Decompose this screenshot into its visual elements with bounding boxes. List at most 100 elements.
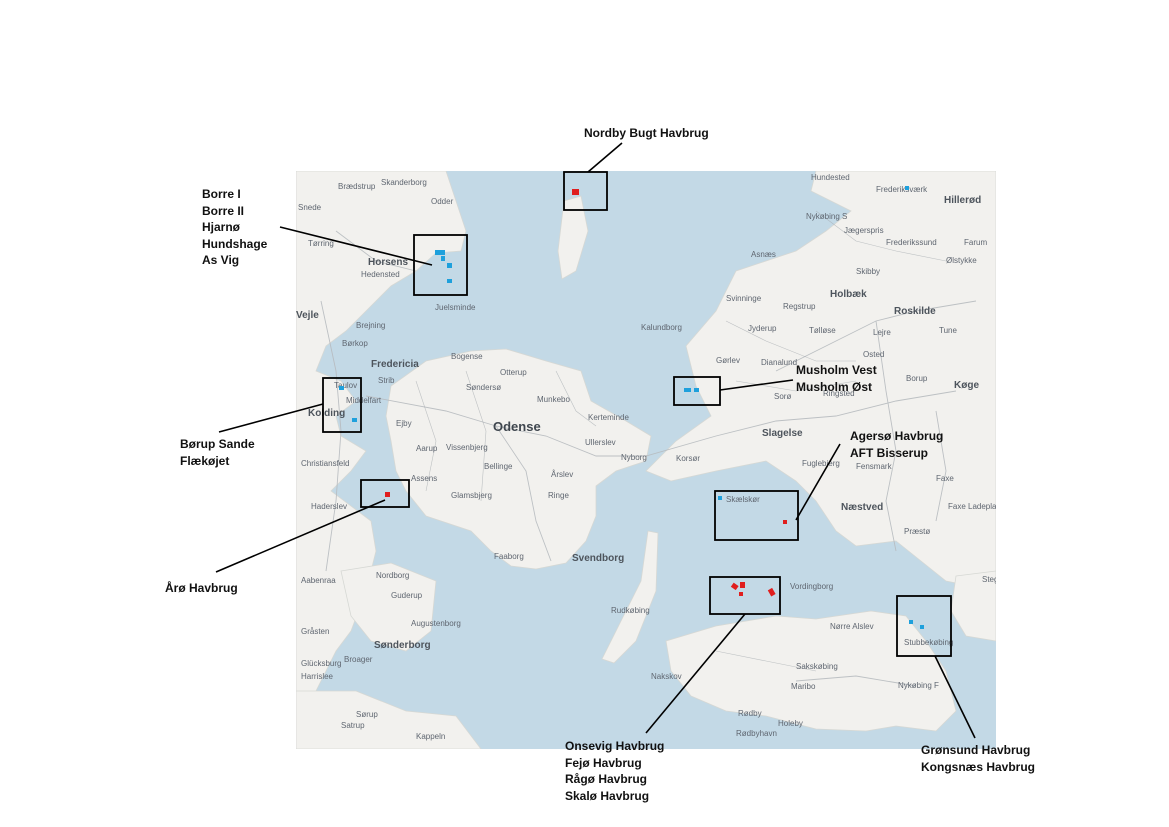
place-label: Ullerslev [585,438,616,447]
place-label: Stubbekøbing [904,638,953,647]
place-label: Munkebo [537,395,570,404]
place-label: Fredericia [371,359,419,370]
callout-nordby: Nordby Bugt Havbrug [584,125,709,142]
callout-line: Rågø Havbrug [565,772,648,786]
place-label: Horsens [368,257,408,268]
highlight-boxes [322,171,952,657]
place-label: Odense [493,419,541,434]
place-label: Taulov [334,381,357,390]
land-jutland [296,171,467,749]
callout-aaroe: Årø Havbrug [165,580,238,597]
place-label: Nordborg [376,571,409,580]
callout-line: Hjarnø [202,220,241,234]
place-label: Ringe [548,491,569,500]
leader-aaroe [215,499,386,573]
place-label: Svinninge [726,294,762,303]
farm-marker-blue[interactable] [441,256,445,261]
place-label: Sønderborg [374,640,431,651]
place-label: Stege [982,575,996,584]
place-label: Holbæk [830,289,867,300]
place-label: Brejning [356,321,385,330]
farm-marker-red[interactable] [740,582,745,588]
farm-marker-red[interactable] [572,189,579,195]
farm-marker-red[interactable] [385,492,390,497]
place-label: Nørre Alslev [830,622,874,631]
place-label: Haderslev [311,502,347,511]
land-als [340,562,437,652]
place-label: Hillerød [944,195,981,206]
place-label: Næstved [841,502,883,513]
place-label: Vissenbjerg [446,443,488,452]
place-label: Nakskov [651,672,682,681]
place-label: Frederikssund [886,238,937,247]
leader-groensund [934,655,976,739]
place-label: Faxe Ladeplads [948,502,996,511]
land-masses [296,171,996,749]
place-label: Broager [344,655,373,664]
farm-marker-blue[interactable] [718,496,722,500]
farm-marker-blue[interactable] [447,279,452,283]
place-label: Gørlev [716,356,740,365]
callout-line: Skalø Havbrug [565,788,650,803]
leader-agersoe [795,443,841,521]
place-label: Kerteminde [588,413,629,422]
place-label: Tørring [308,239,334,248]
farm-marker-red[interactable] [730,582,739,591]
callout-line: Agersø Havbrug [850,429,944,443]
leader-nordby [587,142,623,173]
callout-line: Nordby Bugt Havbrug [584,126,709,140]
place-label: Juelsminde [435,303,476,312]
farm-marker-blue[interactable] [684,388,691,392]
callout-line: Flækøjet [180,453,230,468]
box-kolding[interactable] [322,377,362,433]
place-label: Aabenraa [301,576,336,585]
place-label: Nykøbing S [806,212,847,221]
place-label: Rødbyhavn [736,729,777,738]
callout-line: Fejø Havbrug [565,755,642,770]
place-label: Otterup [500,368,527,377]
minor-roads [415,210,947,672]
place-label: Korsør [676,454,700,463]
place-label: Skanderborg [381,178,427,187]
place-label: Fensmark [856,462,893,471]
place-label: Rudkøbing [611,606,650,615]
place-label: Jyderup [748,324,777,333]
place-label: Vordingborg [790,582,833,591]
place-label: Børkop [342,339,368,348]
farm-marker-blue[interactable] [339,386,344,390]
place-label: Assens [411,474,437,483]
farm-marker-red[interactable] [783,520,787,524]
box-aaroe[interactable] [360,479,410,508]
farm-marker-blue[interactable] [694,388,699,392]
farm-marker-blue[interactable] [447,263,452,268]
place-label: Sørup [356,710,378,719]
farm-marker-blue[interactable] [352,418,357,422]
farm-marker-red[interactable] [767,587,776,597]
land-zealand [645,171,996,592]
box-nordby[interactable] [563,171,608,211]
place-label: Odder [431,197,454,206]
farm-marker-blue[interactable] [905,186,909,190]
farm-marker-blue[interactable] [909,620,913,624]
land-samsoe [557,195,589,280]
box-groensund[interactable] [896,595,952,657]
leader-kolding [218,403,324,433]
box-agersoe[interactable] [714,490,799,541]
place-label: Hundested [811,173,850,182]
box-musholm[interactable] [673,376,721,406]
place-label: Tune [939,326,957,335]
place-label: Dianalund [761,358,797,367]
farm-marker-red[interactable] [739,592,743,596]
farm-marker-blue[interactable] [435,250,445,255]
farm-marker-blue[interactable] [920,625,924,629]
box-horsens[interactable] [413,234,468,296]
place-label: Svendborg [572,553,624,564]
callout-line: Borre I [202,187,241,201]
place-label: Årslev [551,470,573,479]
